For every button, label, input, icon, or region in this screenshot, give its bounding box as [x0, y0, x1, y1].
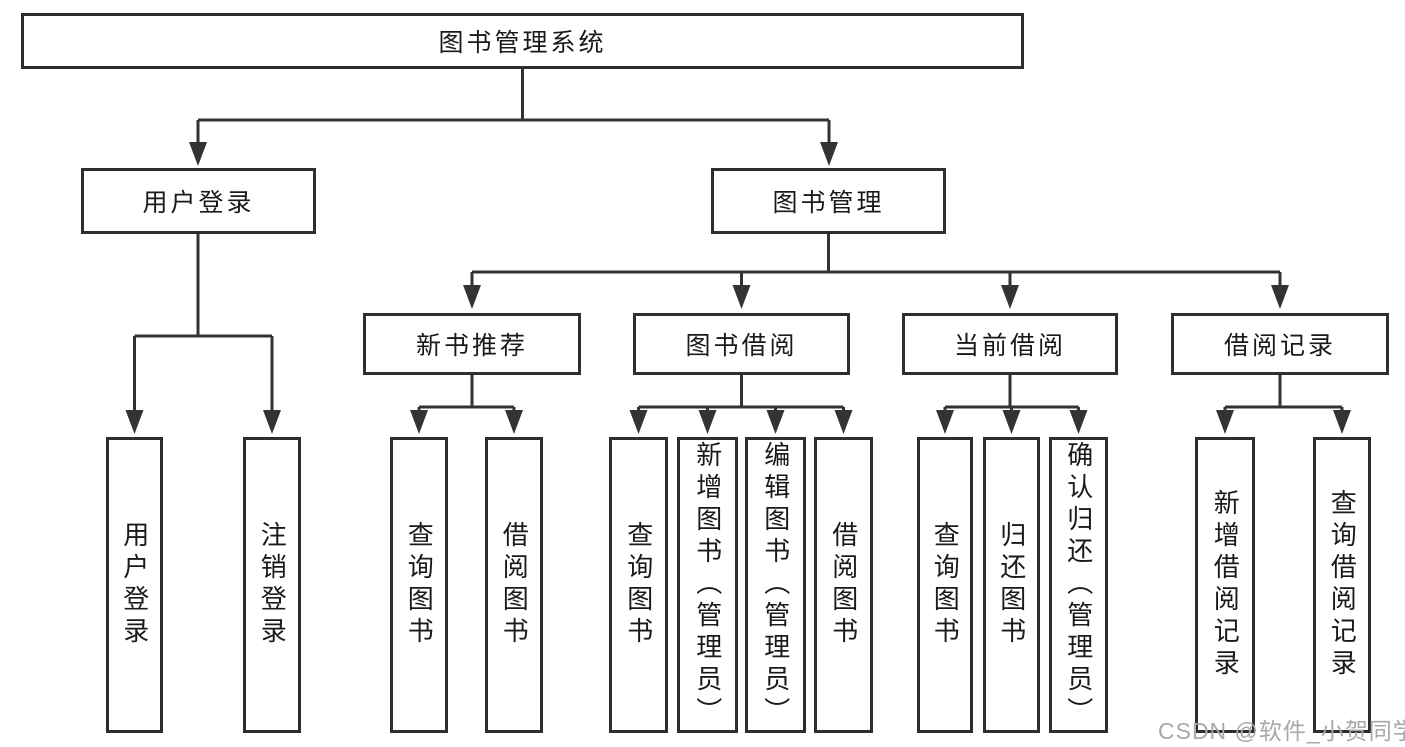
- leaf-nb-borrow-books: 借阅图书: [485, 437, 543, 733]
- leaf-user-login: 用户登录: [106, 437, 163, 733]
- leaf-bb-edit-books-admin: 编辑图书（管理员）: [745, 437, 806, 733]
- node-new-book-recommend: 新书推荐: [363, 313, 581, 375]
- leaf-bb-borrow-books: 借阅图书: [814, 437, 873, 733]
- leaf-bb-query-books: 查询图书: [609, 437, 668, 733]
- node-borrowing-records: 借阅记录: [1171, 313, 1389, 375]
- node-book-management-branch: 图书管理: [711, 168, 946, 234]
- leaf-logout: 注销登录: [243, 437, 301, 733]
- leaf-bb-add-books-admin: 新增图书（管理员）: [677, 437, 738, 733]
- leaf-br-add-borrow-record: 新增借阅记录: [1195, 437, 1255, 733]
- leaf-nb-query-books: 查询图书: [390, 437, 448, 733]
- leaf-cb-return-books: 归还图书: [983, 437, 1040, 733]
- csdn-watermark: CSDN @软件_小贺同学: [1158, 718, 1405, 744]
- node-root-system: 图书管理系统: [21, 13, 1024, 69]
- arrowheads: [125, 142, 1351, 434]
- leaf-br-query-borrow-record: 查询借阅记录: [1313, 437, 1371, 733]
- leaf-cb-confirm-return-admin: 确认归还（管理员）: [1049, 437, 1108, 733]
- node-user-login-branch: 用户登录: [81, 168, 316, 234]
- node-book-borrowing: 图书借阅: [633, 313, 850, 375]
- node-current-borrowing: 当前借阅: [902, 313, 1118, 375]
- leaf-cb-query-books: 查询图书: [917, 437, 973, 733]
